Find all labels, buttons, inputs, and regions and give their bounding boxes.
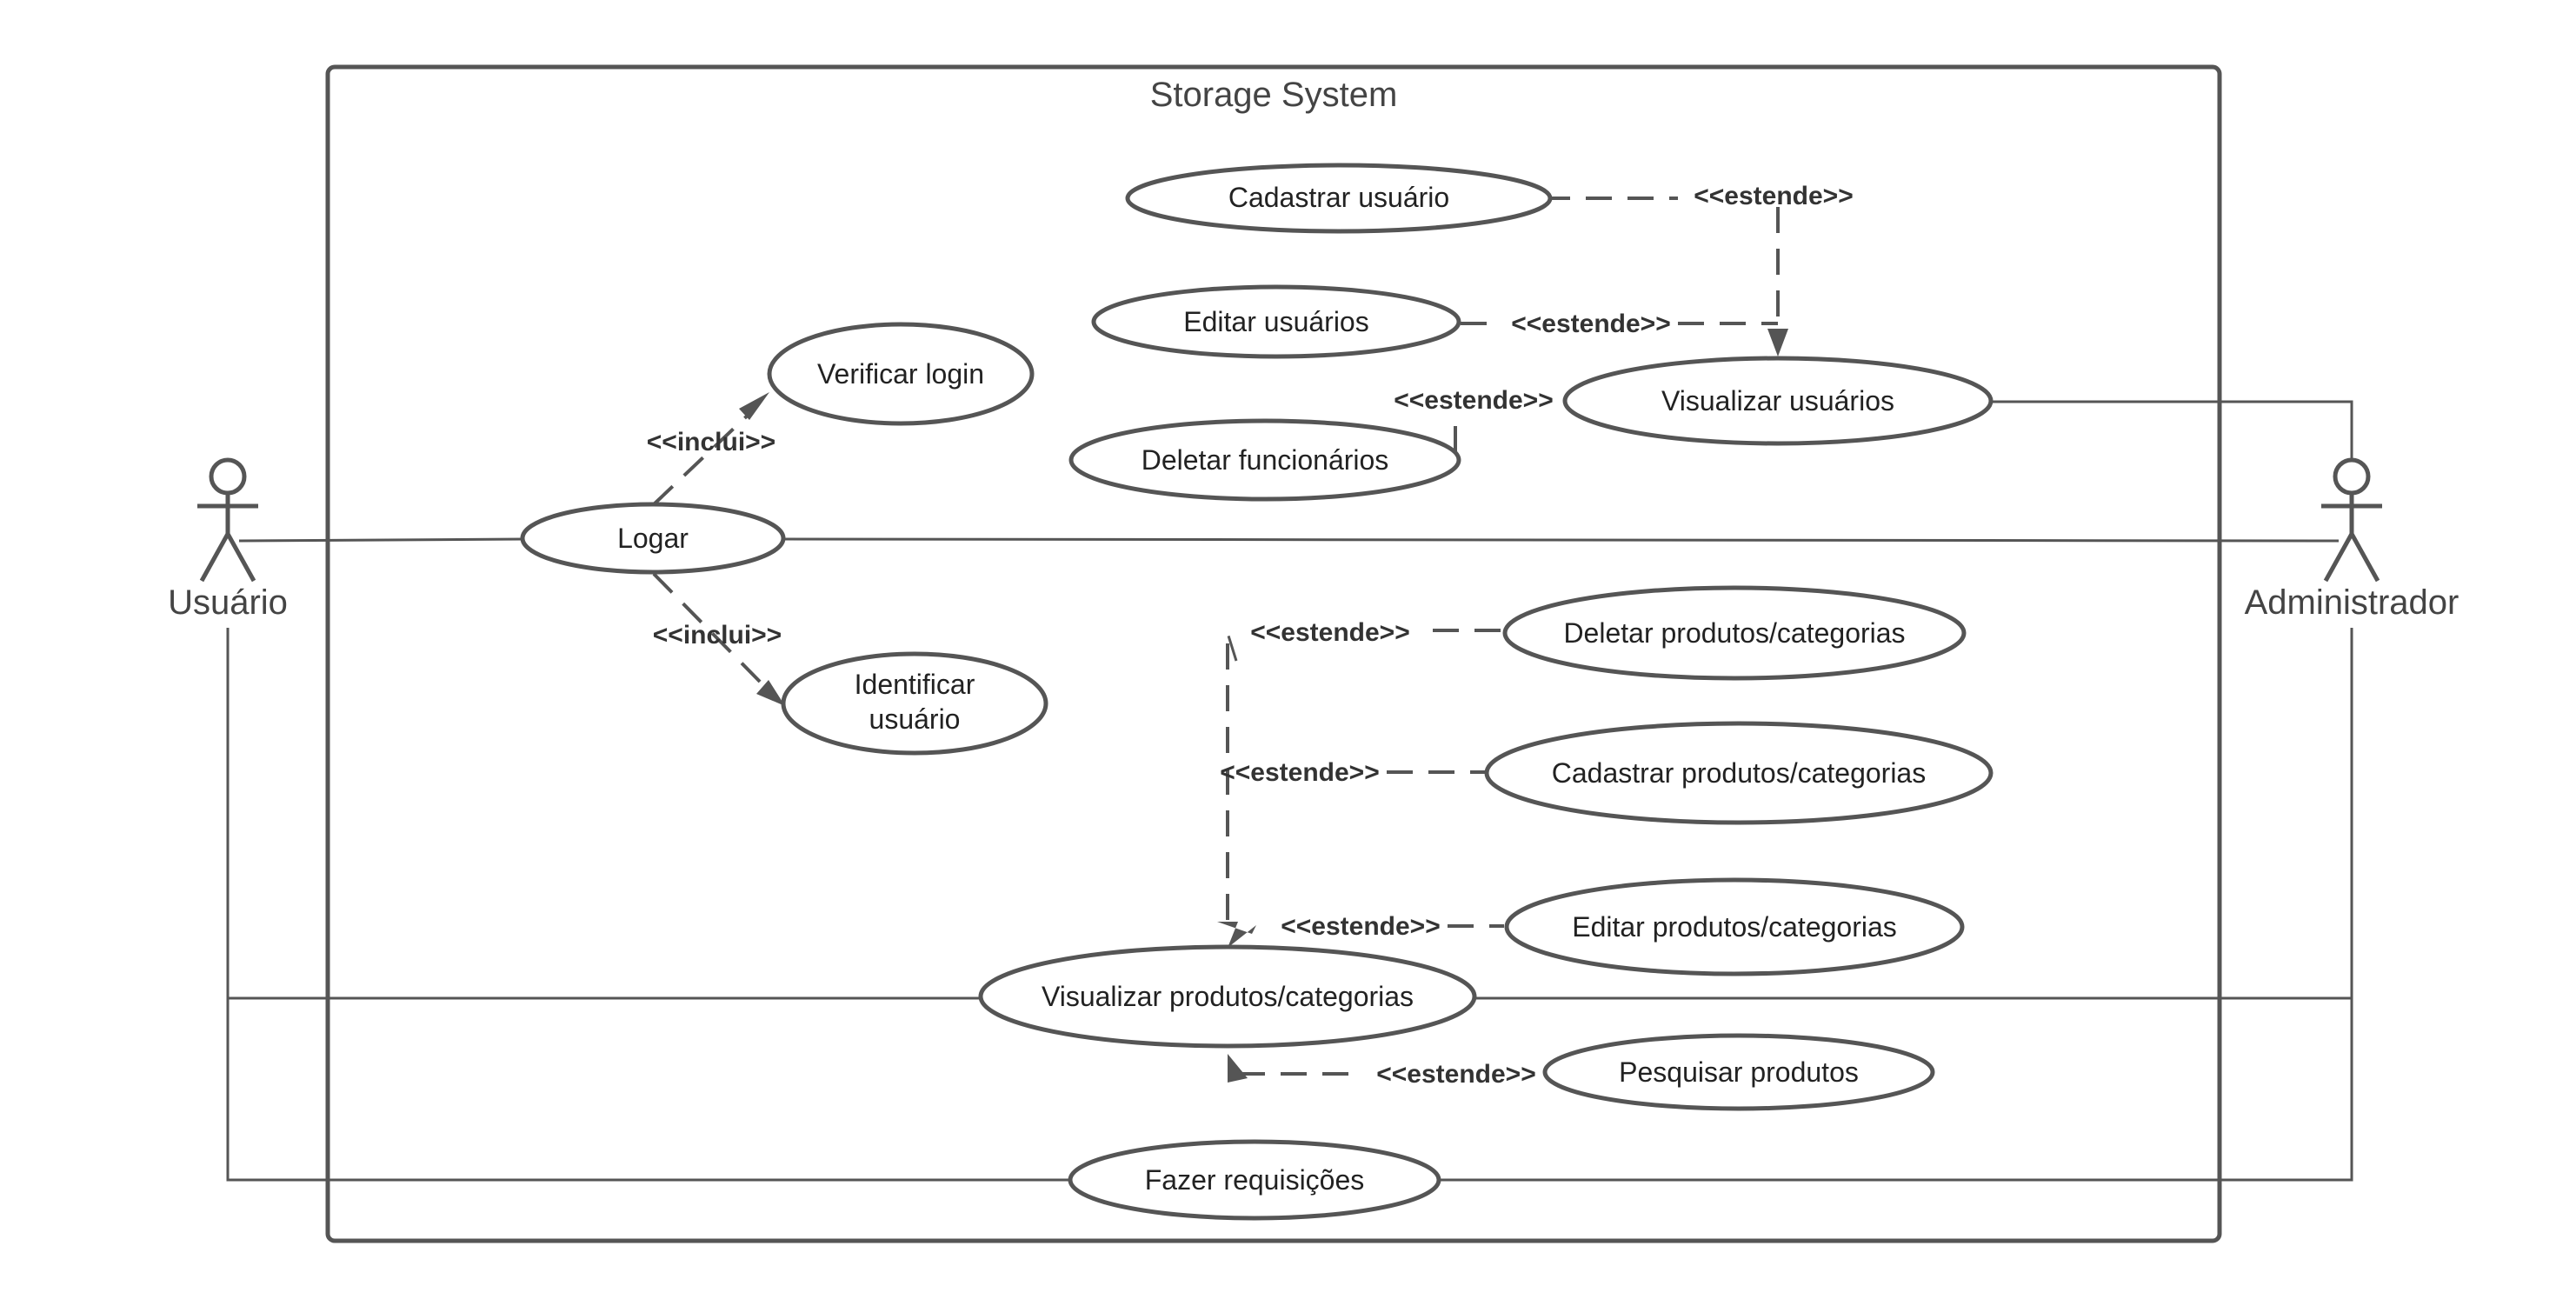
use-case-label: Verificar login [817, 358, 984, 390]
use-case-fazer-requisicoes[interactable]: Fazer requisições [1068, 1139, 1441, 1221]
use-case-verificar-login[interactable]: Verificar login [767, 322, 1035, 426]
use-case-label: Visualizar produtos/categorias [1042, 981, 1414, 1012]
use-case-label-line2: usuário [869, 703, 961, 735]
use-case-visualizar-produtos[interactable]: Visualizar produtos/categorias [978, 944, 1477, 1049]
actor-usuario-right-leg [225, 532, 256, 583]
label-estende-deletar-produtos: <<estende>> [1250, 618, 1409, 647]
assoc-usuario-requisicoes [226, 998, 1072, 1182]
associations [226, 400, 2353, 1182]
actor-administrador[interactable]: Administrador [2245, 457, 2460, 622]
use-case-editar-produtos[interactable]: Editar produtos/categorias [1504, 877, 1965, 976]
actor-admin-left-leg [2323, 532, 2354, 583]
use-case-label: Editar usuários [1183, 306, 1368, 337]
assoc-admin-visualizar-usuarios [1989, 400, 2353, 459]
use-case-visualizar-usuarios[interactable]: Visualizar usuários [1562, 356, 1994, 446]
extend-visualizar-usuarios-arrow [1767, 329, 1788, 356]
use-case-label: Deletar produtos/categorias [1563, 617, 1905, 649]
extend-corner [1226, 629, 1238, 662]
include-identificar-line [652, 572, 767, 689]
use-case-label: Editar produtos/categorias [1572, 911, 1897, 943]
use-case-label-line1: Identificar [855, 669, 975, 700]
use-case-deletar-funcionarios[interactable]: Deletar funcionários [1068, 418, 1461, 502]
use-case-label: Logar [617, 523, 689, 554]
actor-usuario[interactable]: Usuário [168, 457, 288, 622]
label-estende-editar-produtos: <<estende>> [1281, 912, 1440, 941]
label-estende-deletar-funcionarios: <<estende>> [1394, 386, 1553, 415]
actor-usuario-left-leg [199, 532, 230, 583]
use-case-cadastrar-produtos[interactable]: Cadastrar produtos/categorias [1484, 721, 1994, 825]
assoc-logar-admin [782, 537, 2340, 543]
label-estende-pesquisar: <<estende>> [1376, 1060, 1535, 1089]
label-estende-editar-usuarios: <<estende>> [1511, 310, 1670, 338]
relation-labels: <<inclui>> <<inclui>> <<estende>> <<este… [647, 182, 1854, 1089]
relations [652, 197, 1788, 1083]
actor-admin-label: Administrador [2245, 583, 2460, 622]
label-inclui-identificar: <<inclui>> [653, 621, 782, 650]
include-verificar-line [652, 407, 756, 506]
use-case-label: Cadastrar produtos/categorias [1552, 757, 1926, 789]
assoc-admin-requisicoes [1439, 998, 2353, 1182]
use-case-pesquisar-produtos[interactable]: Pesquisar produtos [1542, 1033, 1935, 1111]
use-case-label: Fazer requisições [1145, 1164, 1365, 1196]
use-case-label: Pesquisar produtos [1619, 1056, 1859, 1088]
use-case-label: Cadastrar usuário [1228, 182, 1449, 213]
extend-pesquisar-arrow [1228, 1054, 1248, 1083]
assoc-usuario-logar [238, 537, 524, 543]
label-estende-cadastrar-usuario: <<estende>> [1694, 182, 1853, 210]
actor-admin-head [2333, 457, 2371, 496]
use-case-logar[interactable]: Logar [520, 502, 786, 575]
extend-visualizar-produtos-arrow [1217, 922, 1256, 948]
use-case-deletar-produtos[interactable]: Deletar produtos/categorias [1502, 585, 1967, 681]
include-verificar-arrow [739, 392, 769, 420]
actor-usuario-label: Usuário [168, 583, 288, 622]
use-case-label: Deletar funcionários [1142, 444, 1389, 476]
include-identificar-arrow [756, 680, 785, 706]
label-estende-cadastrar-produtos: <<estende>> [1220, 758, 1379, 787]
actor-usuario-head [209, 457, 247, 496]
label-inclui-verificar: <<inclui>> [647, 428, 775, 456]
system-boundary [325, 64, 2222, 1243]
use-case-identificar-usuario[interactable]: Identificar usuário [781, 651, 1048, 756]
use-case-cadastrar-usuario[interactable]: Cadastrar usuário [1125, 163, 1553, 234]
actor-admin-right-leg [2349, 532, 2380, 583]
system-title: Storage System [1150, 76, 1398, 114]
use-case-editar-usuarios[interactable]: Editar usuários [1091, 284, 1461, 359]
use-case-label: Visualizar usuários [1661, 385, 1894, 416]
